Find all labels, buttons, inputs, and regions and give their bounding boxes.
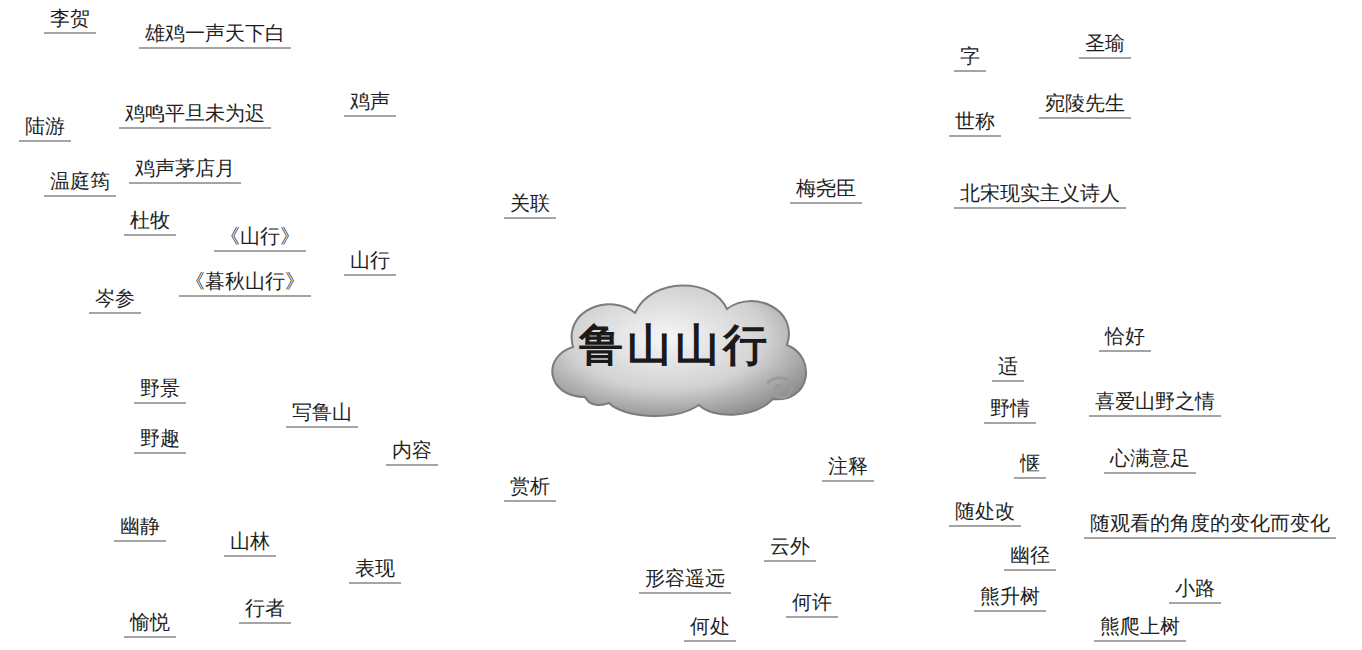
branch-topic: 熊爬上树 [1094,614,1186,642]
topic-text: 宛陵先生 [1045,91,1125,115]
topic-text: 字 [960,44,980,68]
branch-topic: 梅尧臣 [790,176,862,204]
topic-text: 何处 [690,614,730,638]
branch-topic: 惬 [1014,451,1046,479]
central-topic: 鲁山山行 [535,265,815,425]
topic-text: 喜爱山野之情 [1095,389,1215,413]
topic-text: 梅尧臣 [796,176,856,200]
topic-text: 小路 [1175,576,1215,600]
topic-text: 圣瑜 [1085,31,1125,55]
topic-text: 注释 [828,454,868,478]
branch-topic: 形容遥远 [639,566,731,594]
topic-text: 野趣 [140,426,180,450]
topic-text: 形容遥远 [645,566,725,590]
branch-topic: 内容 [386,438,438,466]
topic-text: 何许 [792,590,832,614]
branch-topic: 杜牧 [124,208,176,236]
branch-topic: 何处 [684,614,736,642]
branch-topic: 鸡声茅店月 [129,156,241,184]
branch-topic: 熊升树 [974,584,1046,612]
topic-text: 《山行》 [220,224,300,248]
topic-text: 熊爬上树 [1100,614,1180,638]
branch-topic: 李贺 [44,6,96,34]
topic-text: 《暮秋山行》 [185,269,305,293]
branch-topic: 随处改 [949,499,1021,527]
topic-text: 适 [998,354,1018,378]
topic-text: 陆游 [25,114,65,138]
branch-topic: 注释 [822,454,874,482]
topic-text: 鸡鸣平旦未为迟 [125,101,265,125]
topic-text: 幽静 [120,514,160,538]
branch-topic: 野景 [134,376,186,404]
topic-text: 随处改 [955,499,1015,523]
topic-text: 关联 [510,191,550,215]
topic-text: 野情 [990,396,1030,420]
branch-topic: 岑参 [89,286,141,314]
branch-topic: 幽静 [114,514,166,542]
topic-text: 云外 [770,534,810,558]
topic-text: 岑参 [95,286,135,310]
branch-topic: 适 [992,354,1024,382]
cloud-swirl [767,378,792,398]
topic-text: 鸡声 [350,89,390,113]
branch-topic: 野趣 [134,426,186,454]
branch-topic: 行者 [239,596,291,624]
topic-text: 幽径 [1010,543,1050,567]
topic-text: 李贺 [50,6,90,30]
branch-topic: 随观看的角度的变化而变化 [1084,511,1336,539]
topic-text: 山行 [350,248,390,272]
topic-text: 赏析 [510,474,550,498]
branch-topic: 山林 [224,529,276,557]
branch-topic: 喜爱山野之情 [1089,389,1221,417]
branch-topic: 小路 [1169,576,1221,604]
topic-text: 雄鸡一声天下白 [145,21,285,45]
topic-text: 鸡声茅店月 [135,156,235,180]
topic-text: 熊升树 [980,584,1040,608]
branch-topic: 何许 [786,590,838,618]
topic-text: 杜牧 [130,208,170,232]
branch-topic: 山行 [344,248,396,276]
branch-topic: 鸡声 [344,89,396,117]
branch-topic: 心满意足 [1104,446,1196,474]
branch-topic: 陆游 [19,114,71,142]
topic-text: 惬 [1020,451,1040,475]
branch-topic: 赏析 [504,474,556,502]
branch-topic: 写鲁山 [286,400,358,428]
branch-topic: 幽径 [1004,543,1056,571]
topic-text: 内容 [392,438,432,462]
topic-text: 随观看的角度的变化而变化 [1090,511,1330,535]
branch-topic: 关联 [504,191,556,219]
branch-topic: 《山行》 [214,224,306,252]
cloud-outline [552,285,806,416]
branch-topic: 野情 [984,396,1036,424]
branch-topic: 表现 [349,556,401,584]
branch-topic: 宛陵先生 [1039,91,1131,119]
topic-text: 写鲁山 [292,400,352,424]
branch-topic: 北宋现实主义诗人 [954,181,1126,209]
branch-topic: 鸡鸣平旦未为迟 [119,101,271,129]
branch-topic: 雄鸡一声天下白 [139,21,291,49]
branch-topic: 温庭筠 [44,169,116,197]
topic-text: 恰好 [1105,324,1145,348]
topic-text: 山林 [230,529,270,553]
topic-text: 表现 [355,556,395,580]
topic-text: 行者 [245,596,285,620]
topic-text: 心满意足 [1110,446,1190,470]
branch-topic: 世称 [949,109,1001,137]
topic-text: 世称 [955,109,995,133]
branch-topic: 字 [954,44,986,72]
branch-topic: 云外 [764,534,816,562]
branch-topic: 恰好 [1099,324,1151,352]
branch-topic: 《暮秋山行》 [179,269,311,297]
topic-text: 野景 [140,376,180,400]
topic-text: 温庭筠 [50,169,110,193]
branch-topic: 愉悦 [124,610,176,638]
topic-text: 北宋现实主义诗人 [960,181,1120,205]
branch-topic: 圣瑜 [1079,31,1131,59]
topic-text: 愉悦 [130,610,170,634]
central-title: 鲁山山行 [579,319,771,372]
